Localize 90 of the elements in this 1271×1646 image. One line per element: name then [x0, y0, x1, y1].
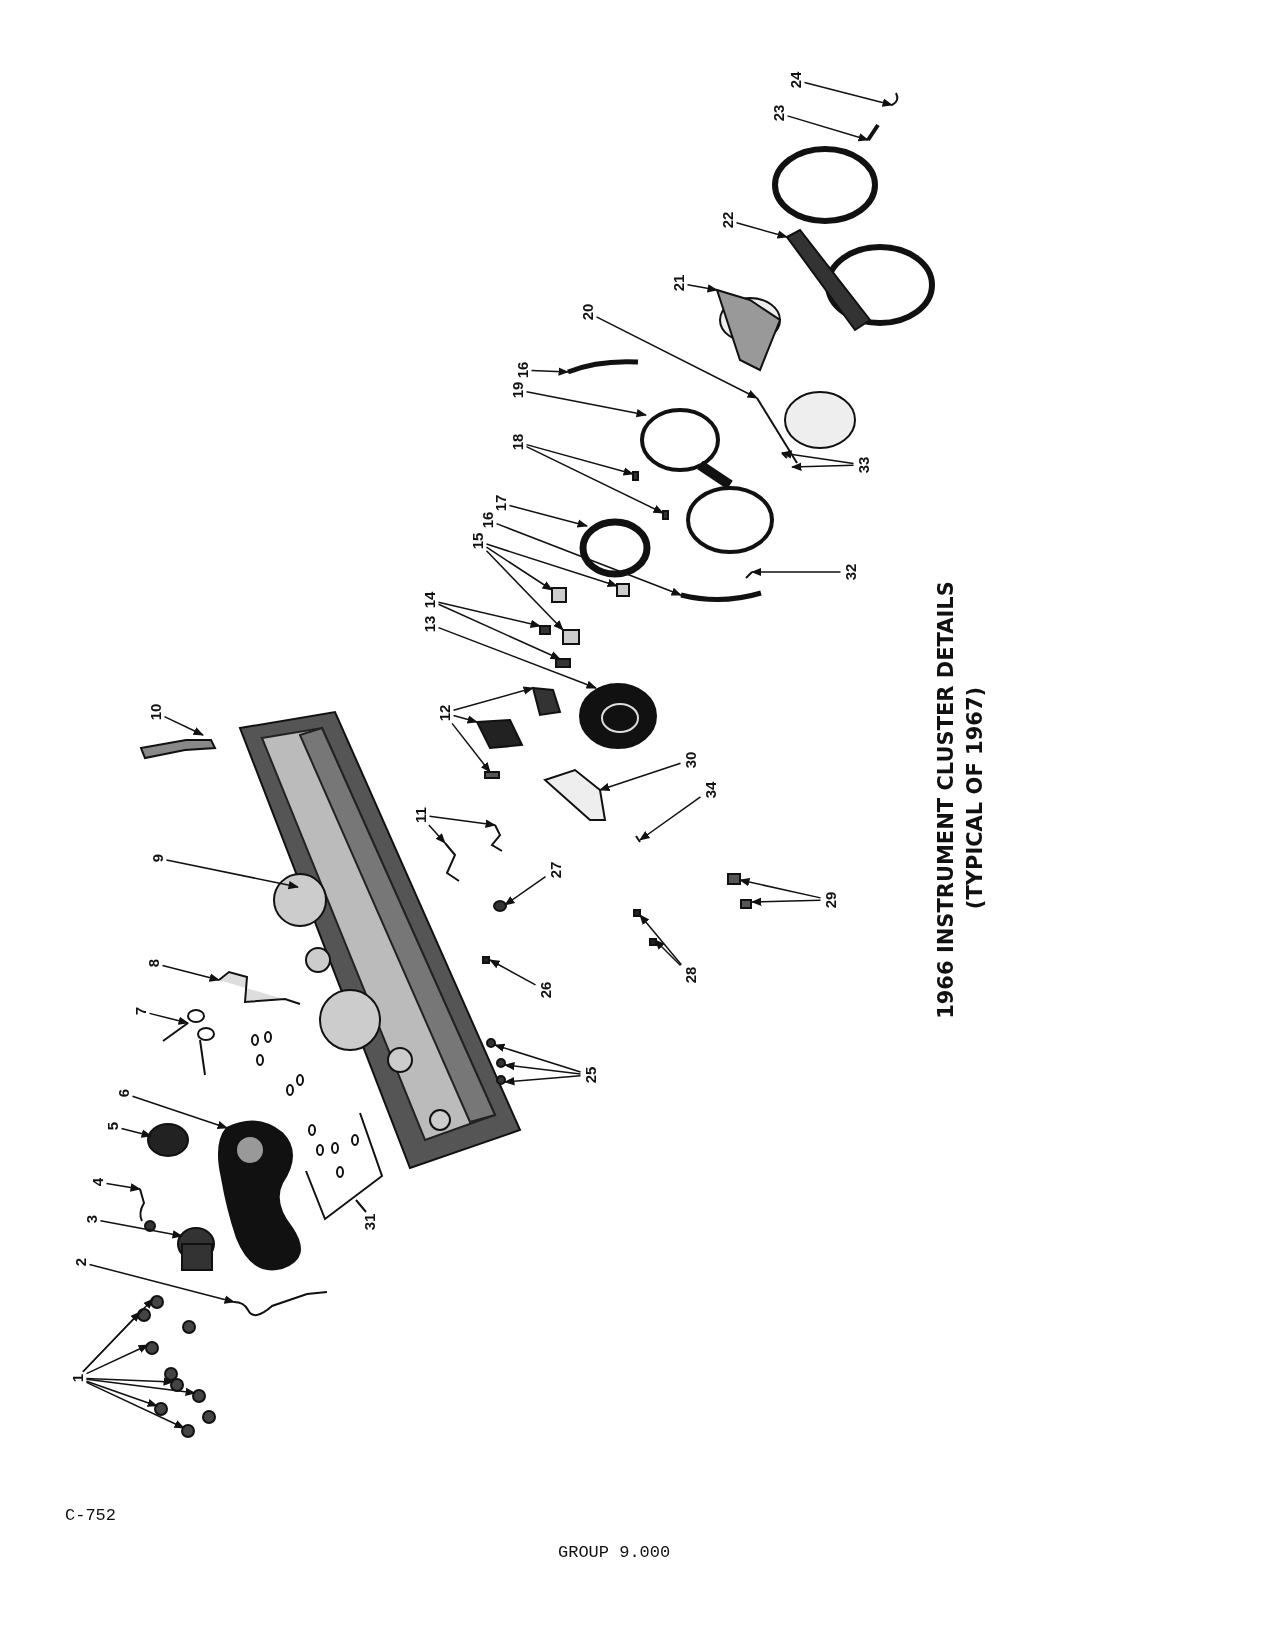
callout-number: 33 — [855, 456, 871, 474]
leader-line — [508, 504, 588, 528]
leader-line — [525, 443, 634, 476]
leader-line — [99, 1220, 184, 1239]
callout-number: 23 — [770, 104, 786, 122]
leader-line — [485, 543, 618, 588]
leader-line — [595, 316, 758, 399]
leader-line — [85, 1381, 185, 1429]
title: 1966 INSTRUMENT CLUSTER DETAILS — [934, 581, 958, 1019]
leader-line — [485, 550, 564, 631]
callout-number: 11 — [412, 807, 428, 823]
leader-line — [525, 391, 648, 418]
leader-line — [790, 462, 855, 471]
leader-line — [161, 964, 220, 982]
leader-line — [686, 283, 719, 293]
leader-line — [780, 450, 855, 465]
leader-line — [803, 81, 893, 107]
callout-number: 29 — [822, 891, 838, 909]
callout-number: 27 — [547, 861, 563, 879]
callout-number: 30 — [682, 751, 698, 769]
callout-number: 32 — [842, 563, 858, 581]
leader-line — [452, 714, 478, 724]
callout-number: 16 — [514, 361, 530, 379]
leader-line — [88, 1263, 235, 1304]
page-code: C-752 — [65, 1506, 116, 1525]
group-number: GROUP 9.000 — [558, 1543, 671, 1562]
leader-line — [85, 1377, 175, 1386]
leader-line — [786, 115, 869, 142]
leader-line — [120, 1127, 152, 1138]
callout-number: 7 — [132, 1006, 148, 1016]
leader-line — [452, 686, 534, 712]
callout-number: 15 — [469, 532, 485, 550]
callout-number: 24 — [787, 71, 803, 89]
leader-line — [639, 796, 702, 841]
callout-number: 4 — [89, 1177, 105, 1187]
callout-number: 5 — [104, 1121, 120, 1131]
callout-number: 22 — [719, 211, 735, 229]
caption: (TYPICAL OF 1967) — [963, 686, 987, 910]
callout-number: 16 — [479, 511, 495, 529]
callout-number: 17 — [492, 494, 508, 512]
leader-line — [504, 875, 547, 906]
leader-line — [494, 1043, 582, 1073]
leader-line — [489, 959, 537, 986]
callout-number: 3 — [83, 1214, 99, 1224]
leader-line — [525, 445, 664, 514]
callout-number: 8 — [145, 958, 161, 968]
leader-line — [437, 601, 541, 628]
leader-line — [750, 567, 842, 577]
leader-line — [739, 877, 822, 899]
callout-number: 12 — [436, 704, 452, 722]
leader-line — [428, 815, 497, 828]
callout-number: 13 — [421, 615, 437, 633]
leader-line — [85, 1378, 197, 1396]
callout-number: 9 — [149, 853, 165, 863]
leader-line — [654, 939, 682, 967]
leader-line — [530, 367, 570, 376]
callout-number: 28 — [682, 966, 698, 984]
leader-line — [105, 1182, 142, 1192]
leader-line — [735, 221, 788, 239]
callout-number: 10 — [147, 703, 163, 721]
leader-line — [503, 1061, 582, 1075]
callout-number: 25 — [582, 1066, 598, 1084]
leader-line — [599, 762, 682, 791]
leader-line — [428, 824, 446, 844]
leader-line — [750, 897, 822, 906]
leader-line — [165, 859, 300, 890]
callout-number: 19 — [509, 381, 525, 399]
callout-number: 2 — [72, 1257, 88, 1267]
leader-line — [85, 1344, 149, 1375]
callout-number: 14 — [421, 591, 437, 609]
callout-number: 6 — [115, 1088, 131, 1098]
callout-number: 26 — [537, 981, 553, 999]
leader-line — [131, 1095, 228, 1129]
leader-line — [85, 1380, 158, 1407]
leader-line — [503, 1075, 582, 1086]
callout-number: 18 — [509, 433, 525, 451]
callout-number: 21 — [670, 274, 686, 292]
leader-line — [437, 603, 561, 660]
leader-line — [437, 626, 597, 689]
callout-number: 1 — [69, 1373, 85, 1383]
leader-line — [639, 914, 683, 966]
leader-line — [485, 546, 553, 591]
leader-line — [451, 722, 491, 773]
leader-line — [82, 1298, 154, 1373]
callout-number: 20 — [579, 303, 595, 321]
callout-number: 31 — [361, 1213, 377, 1231]
callout-number: 34 — [702, 781, 718, 799]
leader-line — [495, 522, 682, 596]
leader-line — [163, 715, 204, 736]
leader-line — [148, 1012, 189, 1025]
